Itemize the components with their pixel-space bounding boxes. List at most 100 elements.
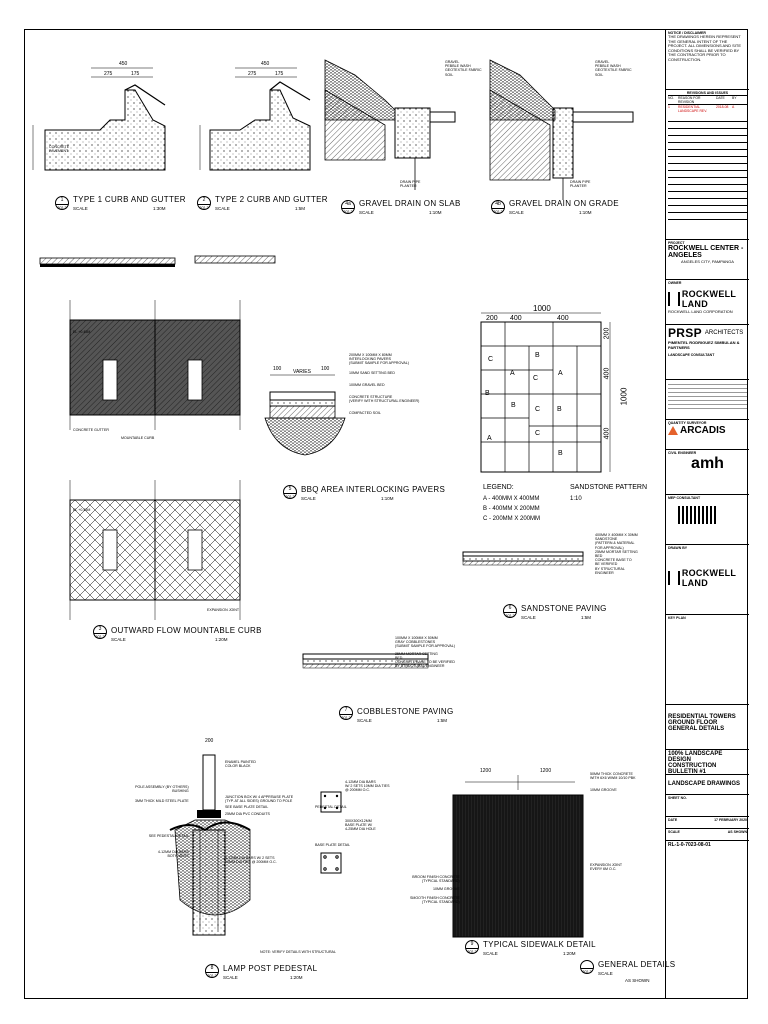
key-plan-block: KEY PLAN xyxy=(666,615,749,705)
arcadis-logo-icon xyxy=(668,426,678,435)
detail-8-scale-label: SCALE xyxy=(223,975,238,980)
pedestal-base-plate-details xyxy=(320,791,342,874)
pattern-cell: C xyxy=(533,375,539,382)
rockwell-logo-icon xyxy=(668,292,680,306)
legend-item-a: A - 400MM X 400MM xyxy=(483,496,540,502)
project-block: PROJECT ROCKWELL CENTER - ANGELES ANGELE… xyxy=(666,240,749,280)
pattern-scale: 1:10 xyxy=(570,496,582,502)
detail-4b-title: GRAVEL DRAIN ON GRADE xyxy=(509,199,619,208)
scale-row: SCALE AS SHOWN xyxy=(666,829,749,841)
dim-pattern-a: 200 xyxy=(486,315,498,322)
general-details-bubble: 302-2 xyxy=(580,960,594,974)
civil-name: amh xyxy=(691,455,724,472)
dim-curb2-b: 175 xyxy=(275,71,284,77)
gravel-drain-grade-section xyxy=(489,59,634,200)
curb3-expansion-label: EXPANSION JOINT xyxy=(207,608,240,612)
dim-pattern-side: 1000 xyxy=(619,387,629,406)
detail-2-title: TYPE 2 CURB AND GUTTER xyxy=(215,195,328,204)
dim-sidewalk-a: 1200 xyxy=(480,768,492,774)
detail-8-scale: 1:20M xyxy=(290,975,303,980)
curb3-label-lower: EL +0.45M xyxy=(73,508,91,512)
pattern-cell: B xyxy=(557,406,562,413)
gravel-drain-slab-section xyxy=(324,59,456,190)
sandstone-pattern-plan xyxy=(480,312,611,473)
consultant-block xyxy=(666,380,749,420)
date-row: DATE 17 FEBRUARY 2020 xyxy=(666,817,749,829)
sheet-no-block: SHEET NO. xyxy=(666,795,749,817)
dim-curb2-a: 275 xyxy=(248,71,257,77)
detail-6-scale-label: SCALE xyxy=(521,615,536,620)
dim-pattern-total: 1000 xyxy=(533,304,551,313)
sidewalk-plan xyxy=(452,775,584,938)
dim-pattern-c: 400 xyxy=(557,315,569,322)
notice-block: NOTICE / DISCLAIMER THE DRAWINGS HEREIN … xyxy=(666,30,749,90)
pattern-cell: C xyxy=(535,406,541,413)
sandstone-paving-section xyxy=(462,551,584,566)
detail-6-title: SANDSTONE PAVING xyxy=(521,604,607,613)
mep-logo-icon xyxy=(678,506,718,524)
detail-3-scale: 1:20M xyxy=(215,637,228,642)
legend-item-b: B - 400MM X 200MM xyxy=(483,506,540,512)
detail-4a-title: GRAVEL DRAIN ON SLAB xyxy=(359,199,461,208)
dim-curb1-total: 450 xyxy=(119,61,128,67)
pattern-cell: A xyxy=(510,370,515,377)
detail-3-scale-label: SCALE xyxy=(111,637,126,642)
detail-2-scale-label: SCALE xyxy=(215,206,230,211)
curb3-gutter-label: CONCRETE GUTTER xyxy=(73,428,109,432)
detail-1-scale-label: SCALE xyxy=(73,206,88,211)
dim-pattern-b: 400 xyxy=(510,315,522,322)
mountable-curb-plan-lower xyxy=(69,480,241,620)
detail-8-title: LAMP POST PEDESTAL xyxy=(223,964,318,973)
dim-bbq-c: 100 xyxy=(321,366,330,372)
detail-6-scale: 1:5M xyxy=(581,615,592,620)
dim-curb1-b: 175 xyxy=(131,71,140,77)
drawn-by-block: DRAWN BY ROCKWELL LAND xyxy=(666,545,749,615)
pattern-cell: B xyxy=(511,402,516,409)
architect-logo: PRSP xyxy=(668,326,702,340)
owner-block: OWNER ROCKWELL LAND ROCKWELL LAND CORPOR… xyxy=(666,280,749,325)
detail-5-scale: 1:10M xyxy=(381,496,394,501)
detail-7-title: COBBLESTONE PAVING xyxy=(357,707,454,716)
pattern-cell: B xyxy=(535,352,540,359)
discipline-block: LANDSCAPE DRAWINGS xyxy=(666,775,749,795)
pattern-cell: A xyxy=(558,370,563,377)
qs-name: ARCADIS xyxy=(680,425,726,436)
pattern-cell: B xyxy=(485,390,490,397)
curb-type1-section xyxy=(32,67,166,171)
detail-7-scale: 1:5M xyxy=(437,718,448,723)
lamp-notes-right: JUNCTION BOX W/ 4 APPR'BASE PLATE(TYP. A… xyxy=(225,795,294,865)
legend-title: LEGEND: xyxy=(483,484,514,491)
mep-block: MEP CONSULTANT xyxy=(666,495,749,545)
dim-bbq-b: VARIES xyxy=(293,369,311,375)
detail-5-scale-label: SCALE xyxy=(301,496,316,501)
title-block: NOTICE / DISCLAIMER THE DRAWINGS HEREIN … xyxy=(665,30,749,998)
detail-4a-scale: 1:10M xyxy=(429,210,442,215)
general-details-scale: AS SHOWN xyxy=(625,978,650,983)
bulletin-block: 100% LANDSCAPE DESIGN CONSTRUCTION BULLE… xyxy=(666,750,749,775)
curb-type2-section xyxy=(199,67,311,171)
detail-4b-scale-label: SCALE xyxy=(509,210,524,215)
civil-block: CIVIL ENGINEER amh xyxy=(666,450,749,495)
detail-1-title: TYPE 1 CURB AND GUTTER xyxy=(73,195,186,204)
detail-9-scale-label: SCALE xyxy=(483,951,498,956)
dim-pattern-s2: 400 xyxy=(603,367,611,380)
architect-block: PRSP ARCHITECTS PIMENTEL RODRIGUEZ SIMBU… xyxy=(666,325,749,380)
lamp-post-pedestal-section xyxy=(169,754,251,936)
